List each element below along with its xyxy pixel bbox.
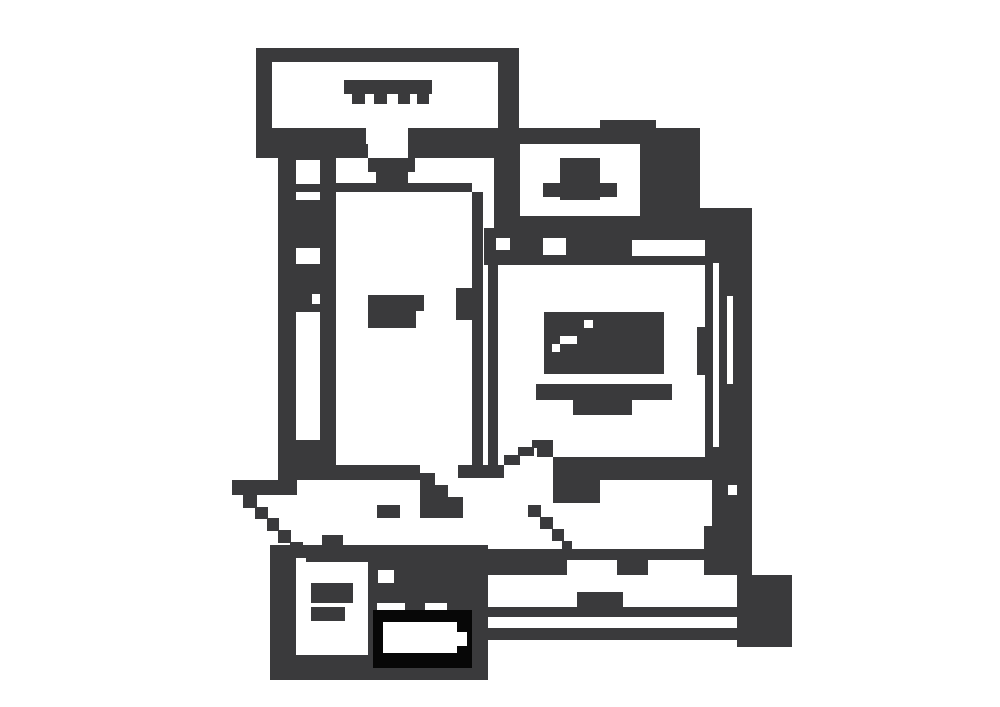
right-wall-window-frame-nub [697,327,707,375]
hall-door-swing-step [562,541,572,551]
wall-pocket [496,238,510,250]
service-strip-band [460,607,740,617]
right-room-bottom-wall-block [553,480,600,503]
balcony-label-text-stub [398,94,410,104]
balcony-label-text-stub [374,94,387,104]
hall-wedge-step [420,485,448,497]
bathtub-interior [383,622,457,653]
top-left-wall-stub [256,120,272,130]
left-wall-window [296,248,320,264]
right-room-top-wall-low [632,256,752,265]
washer-blob [577,592,623,607]
room-door-swing-step [518,447,534,456]
partition-wall-nub [456,288,472,320]
room-top-line [330,183,472,192]
hall-door-swing-step [528,505,541,517]
room-door-swing-step [537,440,553,457]
entrance-door-step [278,530,291,543]
balcony-callout-tail-step [376,172,408,186]
right-wall-dot [728,485,737,495]
partition-wall-right [488,240,498,465]
bathroom-door-channel [296,558,306,655]
bed-lower-bar [536,384,672,400]
balcony-label-text-bar [344,80,432,94]
tub-top-dash [377,603,405,611]
bathroom-dash [313,630,327,640]
toilet-blob [311,583,353,603]
right-room-top-wall-left [600,240,632,265]
wall-pocket [543,238,566,255]
left-wall-window [296,160,320,184]
service-strip-band-lower [460,628,740,640]
left-room-label-blob [368,311,416,328]
balcony-label-text-stub [352,94,365,104]
closet-label-glyph-h [543,183,617,197]
bathtub-faucet-notch [455,632,467,646]
left-wall-window-dot [312,294,320,304]
bed-highlight-dot [584,320,593,328]
bed-highlight-dot [560,336,577,344]
room-door-swing-step [504,455,520,465]
entrance-door-step [243,495,257,508]
left-wall-window [296,192,320,200]
bottom-band-segment [617,560,648,575]
top-wall-opening [632,240,704,256]
closet-callout-tail-step [510,228,540,240]
hall-door-swing-step [552,529,564,541]
right-wall-window-slit [713,263,719,447]
bed-highlight-dot [552,344,560,352]
closet-callout-top-bar [600,120,656,132]
hall-wedge-step [420,497,463,518]
partition-cap [458,465,504,478]
bottom-band-segment [448,560,567,575]
outdoor-unit-block [737,575,792,647]
closet-callout-right-block [640,128,700,210]
left-room-label-blob [368,295,424,311]
left-wall-window-long [296,312,320,440]
bathroom-dot [378,570,394,583]
partition-wall-left [472,192,483,465]
right-room-bottom-wall [553,457,712,480]
hall-door-swing-step [540,517,553,529]
wall-band-below-callout-right [408,128,498,158]
bottom-band-segment [705,560,740,575]
balcony-callout-tail-step [368,158,415,172]
bottom-band [448,549,740,560]
hall-step-bar [377,505,400,518]
entrance-door-step [267,518,279,531]
hall-band-upper [335,465,420,480]
balcony-label-text-stub [417,94,429,104]
tub-top-dash [425,603,447,611]
right-wall-window-slit [727,296,733,384]
hall-wedge-step [420,473,435,485]
hall-band-far-left [232,480,297,495]
toilet-blob [311,607,345,621]
entrance-door-step [255,507,268,519]
bed-lower-bar-small [573,400,632,415]
